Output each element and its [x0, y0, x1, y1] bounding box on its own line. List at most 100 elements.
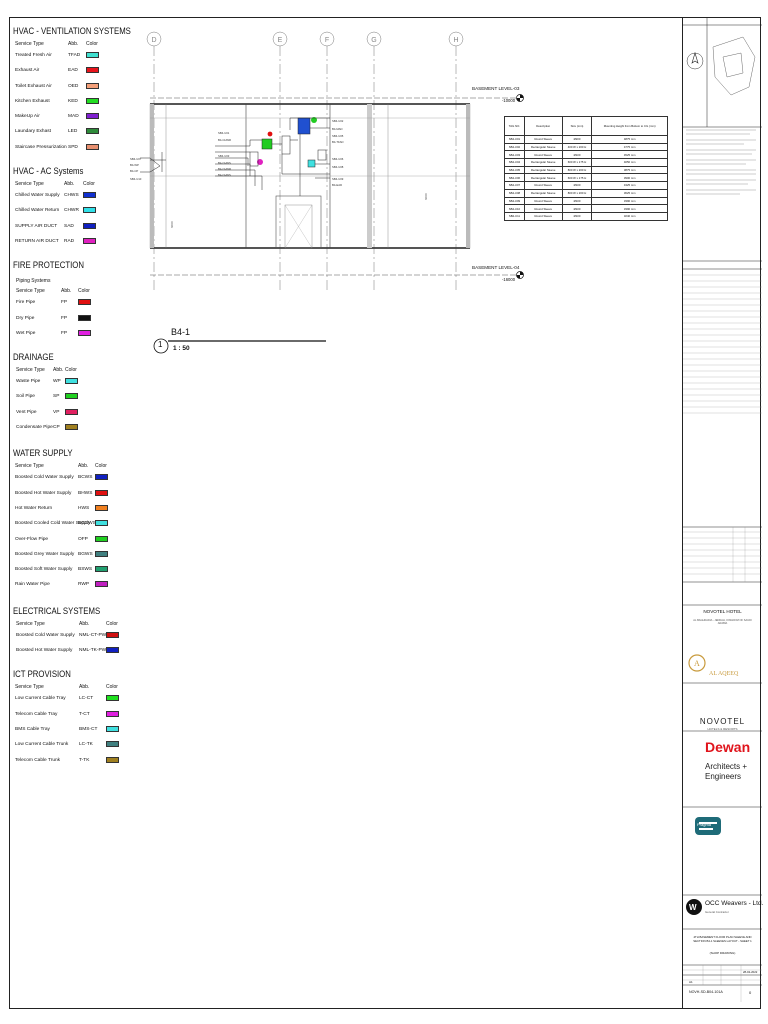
- grid-label: D: [151, 37, 156, 44]
- table-cell: Ø100: [561, 211, 593, 221]
- legend-header-cell: Color: [86, 41, 98, 47]
- legend-service-name: Staircase Pressurization: [15, 144, 67, 150]
- legend-color-swatch: [106, 741, 119, 748]
- legend-header-cell: Service Type: [15, 41, 44, 47]
- legend-service-name: Low Current Cable Trunk: [15, 742, 69, 748]
- table-cell: 3390 mm: [591, 204, 668, 213]
- legend-service-name: Boosted Grey Water Supply: [15, 551, 75, 557]
- legend-abbreviation: OFP: [78, 536, 88, 542]
- legend-service-name: Hot Water Return: [15, 505, 53, 511]
- legend-color-swatch: [106, 695, 119, 702]
- legend-header-cell: Color: [106, 684, 118, 691]
- svg-text:SB4-U08: SB4-U08: [332, 165, 344, 169]
- legend-header-cell: Color: [83, 181, 95, 188]
- legend-color-swatch: [86, 82, 99, 89]
- legend-abbreviation: BSWS: [78, 567, 93, 573]
- legend-color-swatch: [78, 329, 91, 336]
- grid-label: H: [453, 37, 458, 44]
- table-cell: 3875 mm: [591, 165, 668, 175]
- level-bottom-elevation: -16000: [502, 277, 516, 282]
- level-top-label: BASEMENT LEVEL-03: [472, 86, 520, 91]
- legend-color-swatch: [106, 647, 119, 654]
- legend-color-swatch: [106, 725, 119, 732]
- consultant-subtitle-2: Engineers: [705, 772, 742, 781]
- legend-color-swatch: [95, 504, 108, 511]
- drawing-number: NOVH-SD-B04-101A: [689, 990, 723, 994]
- svg-text:B4-CP: B4-CP: [130, 169, 138, 173]
- legend-header-row: Service Type Abb. Color: [13, 37, 138, 49]
- table-cell: 3625 mm: [591, 188, 668, 198]
- table-cell: 3900 mm: [591, 173, 668, 183]
- svg-text:B4-MAD: B4-MAD: [332, 127, 343, 131]
- drawing-title: 4TH BASEMENT FLOOR PLAN SLEEVE AND SECTI…: [693, 935, 752, 943]
- legend-color-swatch: [106, 710, 119, 717]
- legend-section-title: HVAC - AC Systems: [13, 166, 84, 178]
- legend-section-title: FIRE PROTECTION: [13, 260, 84, 272]
- legend-abbreviation: LED: [68, 129, 78, 135]
- svg-text:6000: 6000: [170, 221, 174, 228]
- table-cell: 400 W x 200 H: [561, 142, 593, 152]
- legend-service-name: Laundary Exhast: [15, 129, 52, 135]
- svg-text:SB4-U07: SB4-U07: [130, 157, 142, 161]
- legend-abbreviation: CP: [53, 425, 60, 431]
- legend-service-name: Waste Pipe: [16, 379, 41, 385]
- legend-color-swatch: [65, 378, 78, 385]
- legend-header-cell: Abb.: [61, 288, 72, 295]
- legend-abbreviation: LC-CT: [79, 696, 94, 702]
- table-cell: SB4-U02: [504, 142, 525, 152]
- contractor-subtitle: General Contractor: [705, 910, 729, 914]
- general-notes: [686, 129, 756, 195]
- legend-section-title: ICT PROVISION: [13, 669, 71, 681]
- legend-abbreviation: NML-CT-PWR: [79, 632, 110, 638]
- table-cell: Round Sleeve: [523, 196, 563, 206]
- legend-service-name: Telecom Cable Trunk: [15, 757, 61, 763]
- legend-header-cell: Color: [95, 463, 107, 470]
- operator-name: NOVOTEL: [699, 717, 746, 726]
- legend-header-cell: Abb.: [68, 41, 79, 47]
- legend-color-swatch: [106, 756, 119, 763]
- svg-text:SB4-U06: SB4-U06: [332, 157, 344, 161]
- svg-text:6000: 6000: [424, 193, 428, 200]
- table-cell: SB4-U04: [504, 158, 525, 167]
- legend-service-name: RETURN AIR DUCT: [15, 238, 59, 244]
- table-cell: SB4-U07: [504, 181, 525, 190]
- legend-header-cell: Abb.: [79, 684, 90, 691]
- legend-abbreviation: SAD: [64, 223, 74, 229]
- legend-color-swatch: [65, 424, 78, 431]
- svg-text:SB4-U03: SB4-U03: [218, 154, 230, 158]
- legend-color-swatch: [86, 52, 99, 58]
- legend-service-name: Boosted Cold Water Supply: [16, 632, 75, 638]
- legend-color-swatch: [65, 393, 78, 400]
- legend-abbreviation: RAD: [64, 238, 75, 244]
- revision-number: 0: [749, 990, 752, 995]
- legend-abbreviation: BGWS: [78, 551, 93, 557]
- legend-abbreviation: SP: [53, 394, 60, 400]
- legend-color-swatch: [78, 314, 91, 321]
- legend-color-swatch: [95, 489, 108, 496]
- legend-color-swatch: [86, 113, 99, 120]
- legend-abbreviation: BMS-CT: [79, 726, 98, 732]
- schedule-header-cell: TAG NO.: [504, 116, 525, 136]
- legend-abbreviation: MAD: [68, 114, 79, 120]
- grid-label: F: [325, 37, 329, 44]
